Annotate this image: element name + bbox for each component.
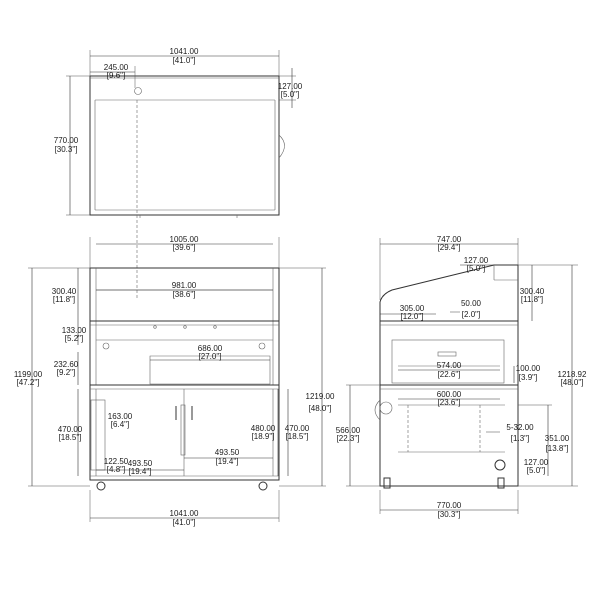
- top-lip-mm: 127.00: [278, 82, 303, 91]
- side-depth-mm: 747.00: [437, 235, 462, 244]
- top-lip-in: [5.0"]: [281, 90, 299, 99]
- front-step-in: [5.2"]: [65, 334, 83, 343]
- front-grill-w-in: [27.0"]: [199, 352, 222, 361]
- top-view: 1041.00 [41.0"] 245.00 [9.6"] 770.00 [30…: [54, 47, 303, 218]
- front-grill-h-in: [9.2"]: [57, 368, 75, 377]
- front-upper-h-mm: 300.40: [52, 287, 77, 296]
- side-grill-d-in: [22.6"]: [438, 370, 461, 379]
- side-caster-in: [5.0"]: [527, 466, 545, 475]
- side-top-off-mm: 305.00: [400, 304, 425, 313]
- front-door-w2-in: [19.4"]: [129, 467, 152, 476]
- top-outline: [89, 75, 280, 216]
- front-view: 1005.00 [39.6"] 981.00 [38.6"] 300.40 [1…: [14, 235, 335, 527]
- side-knob-icon: [494, 459, 506, 471]
- top-depth-mm: 770.00: [54, 136, 79, 145]
- front-overall-h-mm: 1219.00: [306, 392, 335, 401]
- front-base-w-in: [41.0"]: [173, 518, 196, 527]
- side-gap-in: [2.0"]: [462, 310, 480, 319]
- side-handle: [374, 399, 381, 421]
- front-upper-h-in: [11.8"]: [53, 295, 75, 304]
- front-inner-width-mm: 1005.00: [170, 235, 199, 244]
- caster-wheel: [96, 481, 106, 491]
- top-width-in: [41.0"]: [173, 56, 196, 65]
- side-caster-mm: 127.00: [524, 458, 549, 467]
- side-shelf-h-in: [13.8"]: [546, 444, 569, 453]
- caster-wheel: [258, 481, 268, 491]
- side-knob-in: [1.3"]: [511, 434, 529, 443]
- front-door-h-in: [18.9"]: [252, 432, 275, 441]
- front-inner-width-in: [39.6"]: [173, 243, 196, 252]
- front-door-w-in: [19.4"]: [216, 457, 239, 466]
- tank-cap-icon: [134, 87, 142, 95]
- front-caster-in: [4.8"]: [107, 465, 125, 474]
- side-top-off-in: [12.0"]: [401, 312, 424, 321]
- side-knob-mm: 5-32.00: [506, 423, 534, 432]
- side-gap-mm: 50.00: [461, 299, 482, 308]
- knob-icon: [258, 342, 266, 350]
- front-cab-h-left-mm: 470.00: [58, 425, 83, 434]
- front-shelf-width-mm: 981.00: [172, 281, 197, 290]
- side-lip-mm: 127.00: [464, 256, 489, 265]
- side-view: 747.00 [29.4"] 127.00 [5.0"] 300.40 [11.…: [336, 235, 587, 519]
- front-grill-w-mm: 686.00: [198, 344, 223, 353]
- side-shelf-d-mm: 600.00: [437, 390, 462, 399]
- front-handle-in: [6.4"]: [111, 420, 129, 429]
- front-outline: [89, 267, 280, 481]
- front-grill-h-mm: 232.60: [54, 360, 79, 369]
- side-cab-h-in: [22.3"]: [337, 434, 360, 443]
- side-base-d-mm: 770.00: [437, 501, 462, 510]
- side-grill-d-mm: 574.00: [437, 361, 462, 370]
- caster-wheel: [383, 477, 391, 489]
- front-handle-mm: 163.00: [108, 412, 133, 421]
- side-depth-in: [29.4"]: [438, 243, 461, 252]
- top-depth-in: [30.3"]: [55, 145, 78, 154]
- front-cab-h-right-in: [18.5"]: [286, 432, 309, 441]
- front-base-w-mm: 1041.00: [170, 509, 199, 518]
- front-total-h-in: [47.2"]: [17, 378, 40, 387]
- front-step-mm: 133.00: [62, 326, 87, 335]
- front-cab-h-left-in: [18.5"]: [59, 433, 82, 442]
- side-cab-h-mm: 566.00: [336, 426, 361, 435]
- front-shelf-width-in: [38.6"]: [173, 290, 196, 299]
- front-overall-h-in: [48.0"]: [309, 404, 332, 413]
- top-offset-mm: 245.00: [104, 63, 129, 72]
- top-width-mm: 1041.00: [170, 47, 199, 56]
- front-caster-mm: 122.50: [104, 457, 129, 466]
- side-upper-h-mm: 300.40: [520, 287, 545, 296]
- side-grill-h-in: [3.9"]: [519, 373, 537, 382]
- side-upper-h-in: [11.8"]: [521, 295, 543, 304]
- side-lip-in: [5.0"]: [467, 264, 485, 273]
- side-grill-h-mm: 100.00: [516, 364, 541, 373]
- front-cab-h-right-mm: 470.00: [285, 424, 310, 433]
- front-total-h-mm: 1199.00: [14, 370, 43, 379]
- front-door-w2-mm: 493.50: [128, 459, 153, 468]
- side-knob-icon: [379, 401, 393, 415]
- side-overall-h-in: [48.0"]: [561, 378, 584, 387]
- side-shelf-d-in: [23.6"]: [438, 398, 461, 407]
- side-overall-h-mm: 1218.92: [558, 370, 587, 379]
- knob-icon: [102, 342, 110, 350]
- side-shelf-h-mm: 351.00: [545, 434, 570, 443]
- front-door-h-mm: 480.00: [251, 424, 276, 433]
- side-base-d-in: [30.3"]: [438, 510, 461, 519]
- caster-wheel: [497, 477, 505, 489]
- side-handle: [278, 134, 285, 159]
- top-offset-in: [9.6"]: [107, 71, 125, 80]
- front-door-w-mm: 493.50: [215, 448, 240, 457]
- side-outline: [379, 264, 519, 487]
